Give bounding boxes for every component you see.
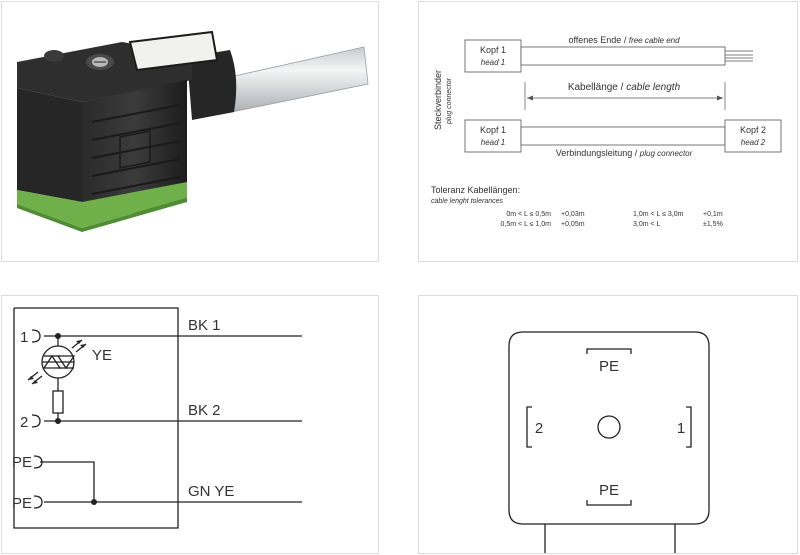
dimension-drawing: Steckverbinder plug connector Kopf 1 hea… bbox=[431, 35, 782, 228]
tolerance-title-en: cable lenght tolerances bbox=[431, 198, 503, 205]
product-photo-panel bbox=[1, 1, 379, 262]
bk1-label: BK 1 bbox=[188, 317, 221, 334]
ye-label: YE bbox=[92, 347, 112, 364]
bk2-label: BK 2 bbox=[188, 402, 221, 419]
tol-row1-range: 0m < L ≤ 0,5m bbox=[506, 211, 551, 218]
gnye-label: GN YE bbox=[188, 483, 234, 500]
pin2-label: 2 bbox=[535, 420, 543, 437]
pinout-diagram: PE PE 2 1 bbox=[508, 331, 710, 553]
cable-length-de: Kabellänge / bbox=[568, 82, 624, 93]
head2-en: head 2 bbox=[741, 138, 766, 147]
tol-row1-tol: +0,03m bbox=[561, 211, 585, 218]
head1-b-de: Kopf 1 bbox=[480, 125, 506, 135]
tol-row2-tol: +0,05m bbox=[561, 221, 585, 228]
pin1-label: 1 bbox=[20, 329, 28, 346]
head1-a-de: Kopf 1 bbox=[480, 45, 506, 55]
pin2-label: 2 bbox=[20, 414, 28, 431]
tol-row1-range2: 1,0m < L ≤ 3,0m bbox=[633, 211, 684, 218]
tol-row1-tol2: +0,1m bbox=[703, 211, 723, 218]
head2-de: Kopf 2 bbox=[740, 125, 766, 135]
head1-b-en: head 1 bbox=[481, 138, 505, 147]
pinout-panel: PE PE 2 1 bbox=[418, 295, 798, 554]
plug-cable-en: plug connector bbox=[639, 149, 693, 158]
svg-text:Kabellänge / cable lengt: Kabellänge / cable length bbox=[568, 82, 681, 93]
svg-text:offenes Ende / free cabl: offenes Ende / free cable end bbox=[568, 35, 680, 45]
pe2-label: PE bbox=[12, 495, 32, 512]
tol-row2-tol2: ±1,5% bbox=[703, 221, 723, 228]
pin1-label: 1 bbox=[677, 420, 685, 437]
free-end-en: free cable end bbox=[629, 36, 680, 45]
svg-text:Verbindungsleitung / plu: Verbindungsleitung / plug connector bbox=[556, 148, 693, 158]
pe-bottom-label: PE bbox=[599, 482, 619, 499]
tolerance-title-de: Toleranz Kabellängen: bbox=[431, 185, 520, 195]
pe1-label: PE bbox=[12, 454, 32, 471]
tol-row2-range2: 3,0m < L bbox=[633, 221, 661, 228]
connector-photo bbox=[17, 30, 369, 232]
wiring-diagram: 1 2 YE PE PE BK 1 BK 2 GN YE bbox=[12, 307, 302, 529]
tol-row2-range: 0,5m < L ≤ 1,0m bbox=[501, 221, 552, 228]
head1-a-en: head 1 bbox=[481, 58, 505, 67]
pe-top-label: PE bbox=[599, 358, 619, 375]
dimensions-panel: Steckverbinder plug connector Kopf 1 hea… bbox=[418, 1, 798, 262]
cable-length-en: cable length bbox=[626, 82, 680, 93]
plug-cable-de: Verbindungsleitung / bbox=[556, 148, 638, 158]
wiring-diagram-panel: 1 2 YE PE PE BK 1 BK 2 GN YE bbox=[1, 295, 379, 554]
free-end-de: offenes Ende / bbox=[568, 35, 626, 45]
side-label-en: plug connector bbox=[446, 77, 453, 125]
side-label-de: Steckverbinder bbox=[433, 70, 443, 130]
